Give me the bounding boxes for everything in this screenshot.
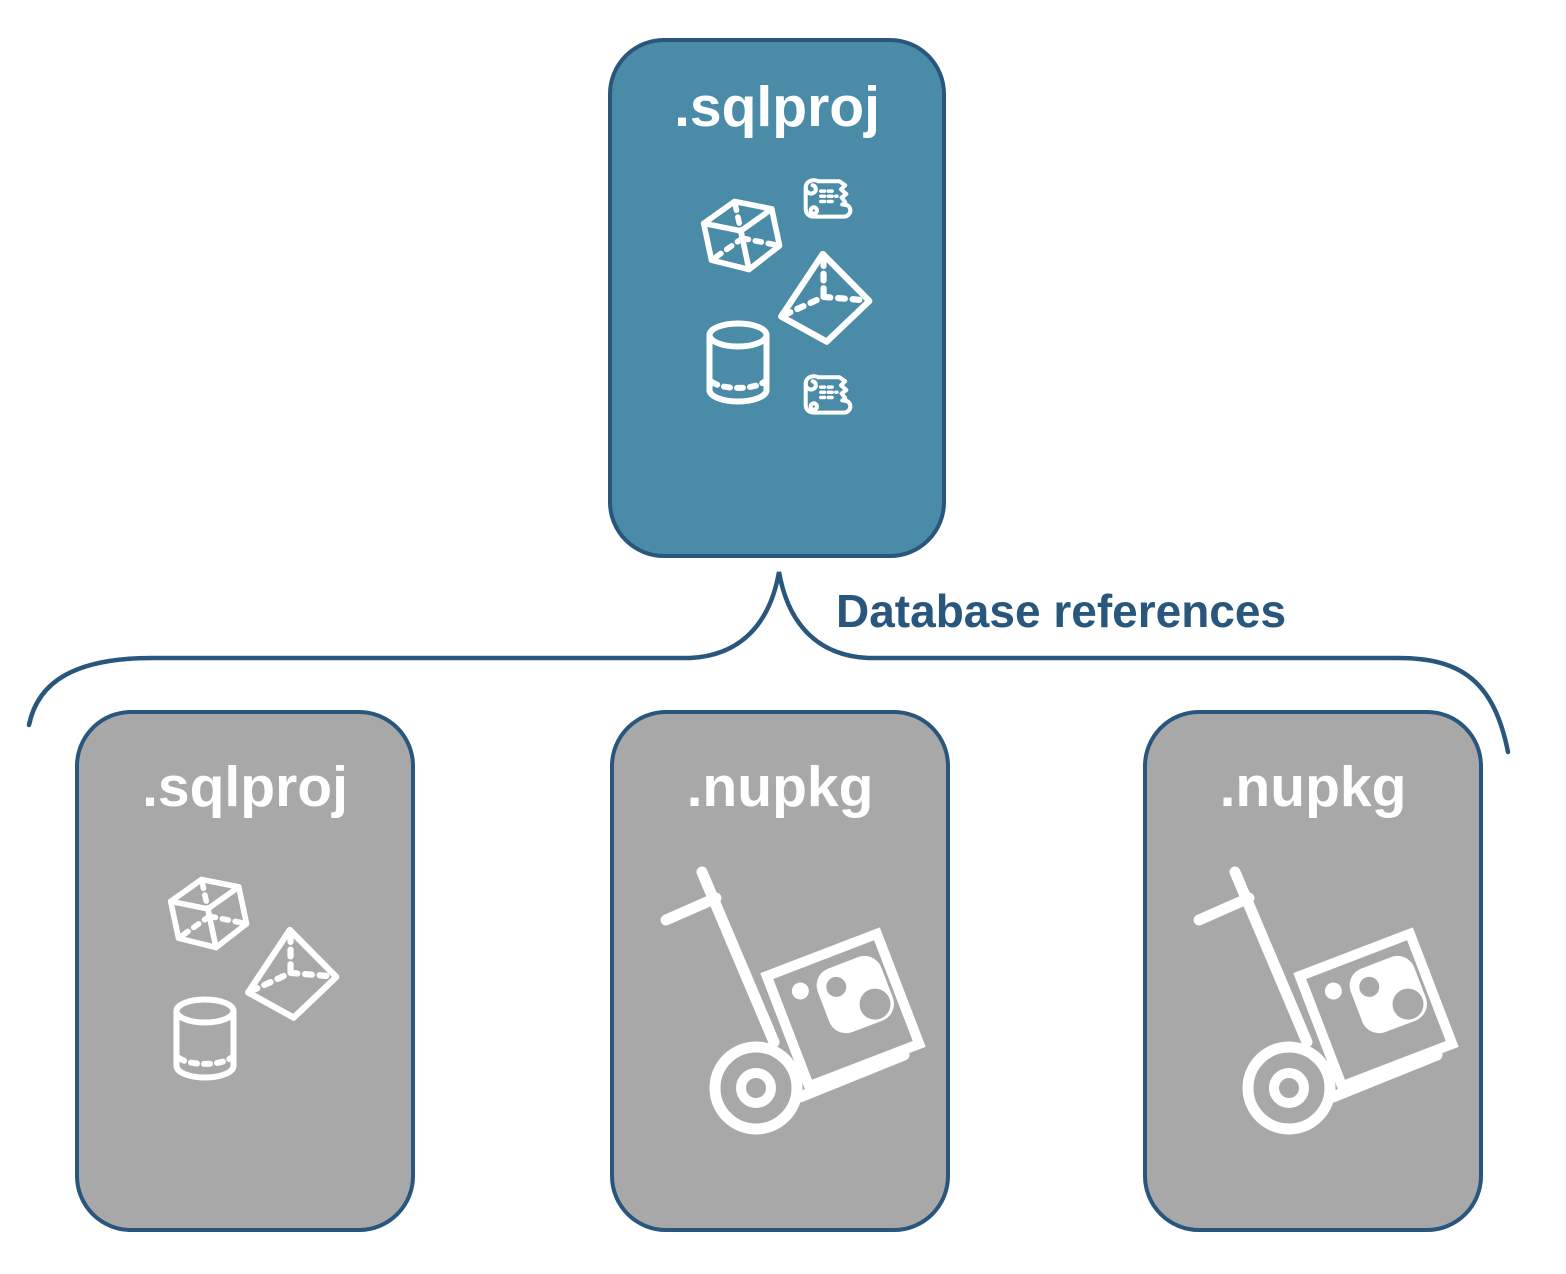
- box-label: .nupkg: [1219, 755, 1407, 819]
- nuget-hand-truck-icon: [660, 866, 926, 1135]
- sqlproj-parent-box: .sqlproj: [608, 38, 946, 558]
- brace-connector: [26, 571, 1511, 755]
- nupkg-reference-box-1: .nupkg: [610, 710, 950, 1232]
- cylinder-icon: [706, 320, 770, 405]
- scroll-icon: [803, 178, 853, 219]
- nupkg-reference-box-2: .nupkg: [1143, 710, 1483, 1232]
- sqlproj-reference-box: .sqlproj: [75, 710, 415, 1232]
- cube-icon: [167, 876, 250, 951]
- scroll-icon: [803, 374, 853, 415]
- cube-icon: [700, 198, 783, 273]
- pyramid-icon: [245, 926, 340, 1021]
- cylinder-icon: [173, 996, 237, 1081]
- box-label: .nupkg: [686, 755, 874, 819]
- connector-label: Database references: [836, 585, 1287, 637]
- pyramid-icon: [778, 250, 873, 345]
- box-label: .sqlproj: [142, 755, 348, 819]
- nuget-hand-truck-icon: [1193, 866, 1459, 1135]
- box-label: .sqlproj: [674, 75, 880, 139]
